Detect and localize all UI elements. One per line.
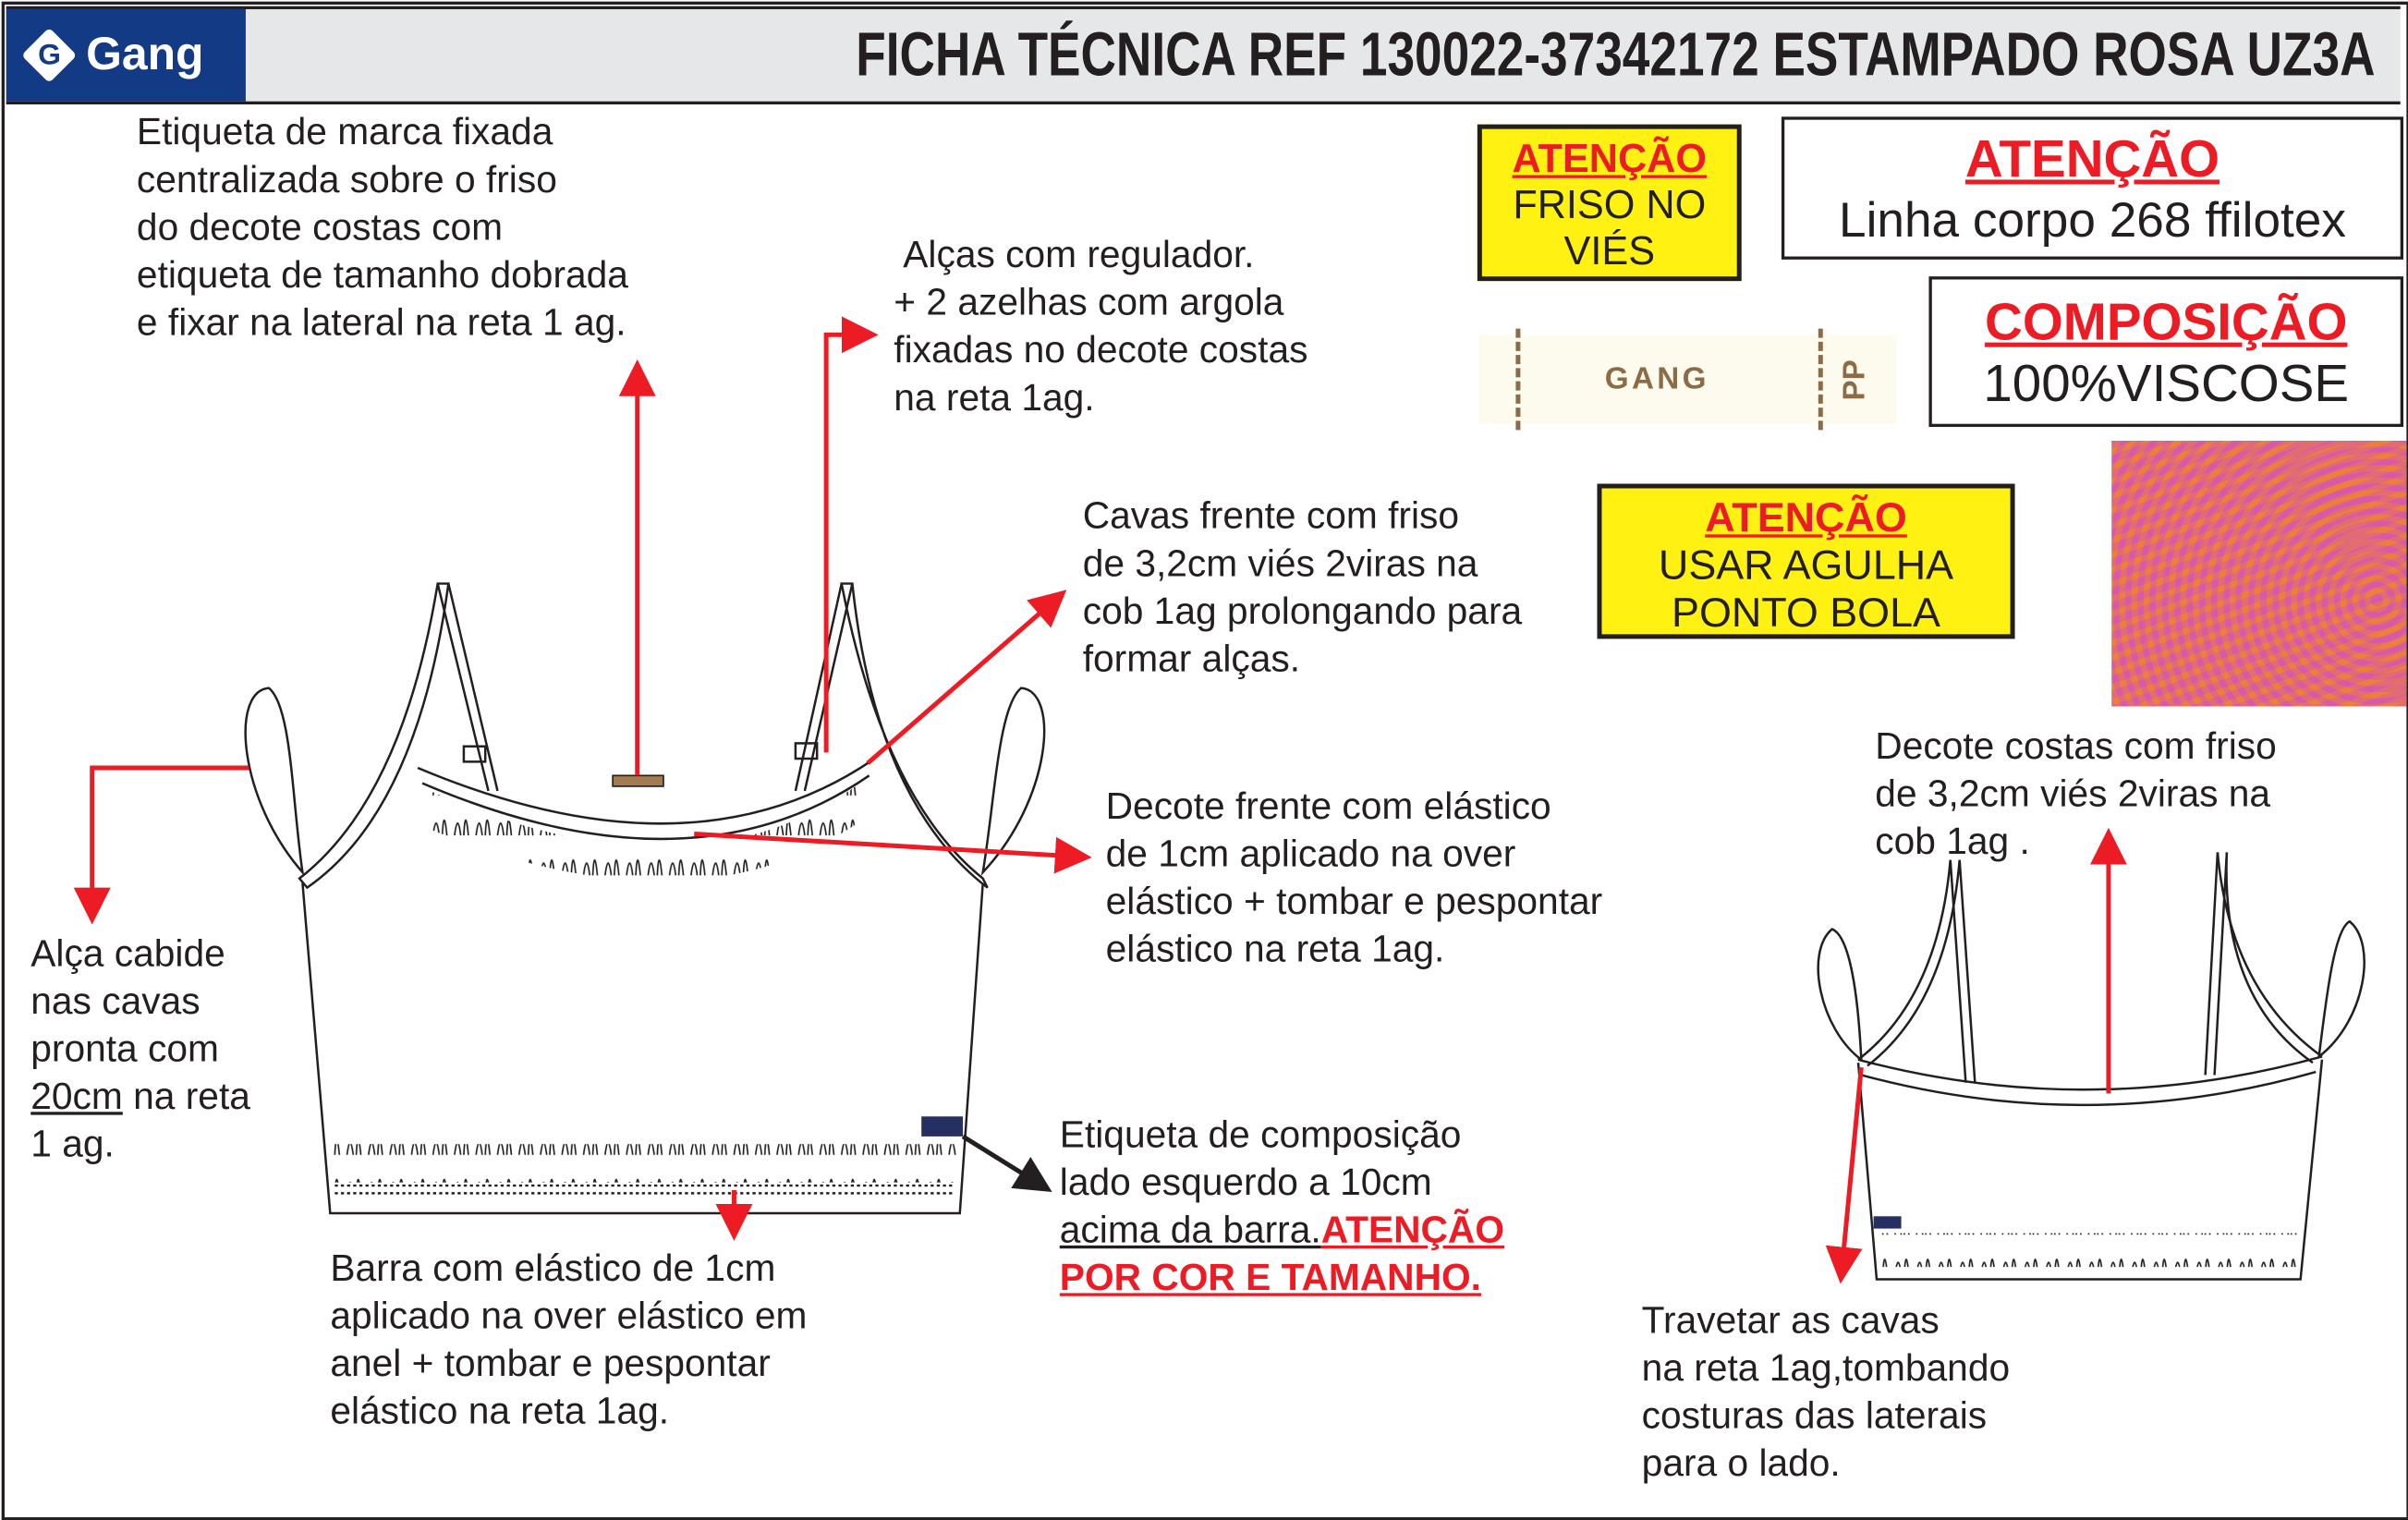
callout-arrows <box>73 316 2127 1284</box>
back-view-drawing <box>1817 852 2365 1281</box>
front-view-drawing <box>244 582 1046 1215</box>
composition-label-mark <box>921 1116 964 1137</box>
back-label-mark <box>1873 1216 1902 1229</box>
attention-thread-box: ATENÇÃO Linha corpo 268 ffilotex <box>1781 116 2404 260</box>
composition-box: COMPOSIÇÃO 100%VISCOSE <box>1928 276 2404 428</box>
hanger-loop-left <box>244 687 305 877</box>
hanger-loop-right <box>980 687 1046 876</box>
tag-brand: GANG <box>1604 362 1709 396</box>
tag-size: PP <box>1838 359 1872 401</box>
size-tag-image: GANG PP <box>1478 328 1897 431</box>
brand-label-mark <box>612 774 664 787</box>
note-straps: Alças com regulador.+ 2 azelhas com argo… <box>894 235 1308 420</box>
brand-logo: G Gang <box>6 8 246 102</box>
header-bar: G Gang FICHA TÉCNICA REF 130022-37342172… <box>6 6 2401 105</box>
brand-name: Gang <box>86 29 204 80</box>
fabric-print-swatch <box>2111 440 2407 707</box>
page-title: FICHA TÉCNICA REF 130022-37342172 ESTAMP… <box>856 21 2377 90</box>
